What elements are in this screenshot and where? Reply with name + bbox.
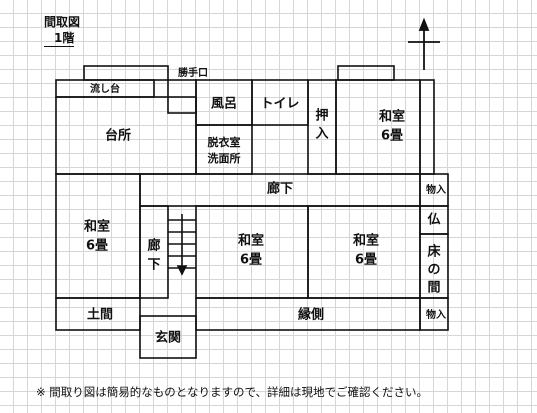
stairs-down-arrow-icon [176, 265, 188, 276]
back-door-step [83, 65, 169, 81]
plan-header: 間取図 1階 [44, 14, 80, 47]
washitsu-ne-label-2: 6畳 [381, 129, 403, 144]
washitsu-ne-label-1: 和室 [379, 109, 405, 125]
back-door-label: 勝手口 [178, 66, 208, 79]
doma-room [55, 297, 141, 331]
corridor-top-label: 廊下 [267, 181, 293, 197]
plan-title: 間取図 [44, 15, 81, 29]
tokonoma-label-1: 床 [427, 244, 441, 260]
washitsu-w-label-2: 6畳 [86, 239, 108, 254]
tokonoma-label-2: の [427, 263, 440, 278]
dressing-room [195, 124, 253, 175]
storage-2-label: 物入 [426, 308, 446, 321]
north-arrow-icon [408, 17, 440, 70]
back-door-entry [167, 79, 197, 114]
dressing-label-2: 洗面所 [208, 151, 241, 165]
corridor-left-box [139, 205, 169, 299]
ne-side-strip [419, 79, 435, 175]
genkan-room [139, 315, 197, 359]
bath-label: 風呂 [211, 97, 237, 112]
toilet-label: トイレ [260, 97, 299, 112]
engawa-label: 縁側 [298, 307, 324, 323]
washitsu-e-label-1: 和室 [353, 233, 379, 249]
storage-1-label: 物入 [426, 183, 446, 196]
washitsu-e-label-2: 6畳 [355, 253, 377, 268]
closet-label-2: 入 [315, 127, 328, 142]
washitsu-w-room [55, 173, 141, 299]
corridor-left-label-1: 廊 [147, 238, 160, 254]
washitsu-c-label-1: 和室 [238, 233, 264, 249]
doma-label: 土間 [87, 307, 113, 323]
butsudan-label: 仏 [427, 213, 440, 228]
dressing-label-1: 脱衣室 [208, 135, 241, 149]
corridor-left-label-2: 下 [147, 258, 160, 273]
sink-label: 流し台 [90, 82, 120, 95]
tokonoma-label-3: 間 [427, 281, 440, 296]
genkan-label: 玄関 [155, 330, 181, 346]
stairs [168, 214, 196, 276]
disclaimer-note: ※ 間取り図は簡易的なものとなりますので、詳細は現地でご確認ください。 [36, 385, 428, 399]
closet-label-1: 押 [315, 108, 328, 124]
washitsu-w-label-1: 和室 [84, 219, 110, 235]
washitsu-c-label-2: 6畳 [240, 253, 262, 268]
floor-label: 1階 [44, 30, 75, 47]
ne-step [337, 65, 395, 81]
storage-2-box [419, 297, 449, 331]
washitsu-ne-room [335, 79, 421, 175]
kitchen-label: 台所 [105, 128, 131, 144]
